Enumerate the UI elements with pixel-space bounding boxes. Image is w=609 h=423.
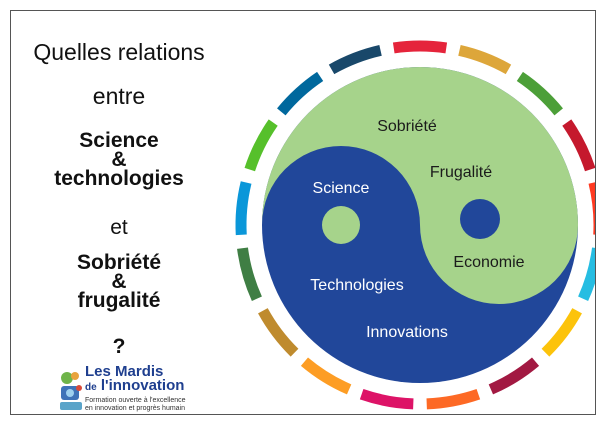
ring-segment xyxy=(562,119,595,172)
label-economie: Economie xyxy=(453,254,524,271)
ring-segment xyxy=(426,388,481,410)
et-word: et xyxy=(110,216,128,239)
ring-segment xyxy=(277,71,324,116)
science-dot xyxy=(322,206,360,244)
label-innovations: Innovations xyxy=(366,324,448,341)
frugalite-word: frugalité xyxy=(77,289,161,312)
logo-title: Les Mardis xyxy=(85,363,164,380)
ring-segment xyxy=(392,40,448,54)
ring-segment xyxy=(244,119,278,172)
ring-segment xyxy=(458,45,512,75)
ampersand-2: & xyxy=(111,270,127,293)
ring-segment xyxy=(588,182,595,235)
ring-segment xyxy=(541,308,582,357)
ring-segment xyxy=(578,247,595,301)
technologies-word: technologies xyxy=(54,167,184,190)
yin-yang-diagram: Sobriété Frugalité Science Economie Tech… xyxy=(235,40,595,410)
label-technologies: Technologies xyxy=(310,277,403,294)
slide: Quelles relations entre Science & techno… xyxy=(10,10,596,415)
label-frugalite: Frugalité xyxy=(430,164,492,181)
les-mardis-logo: Les Mardis de l'innovation Formation ouv… xyxy=(57,363,227,414)
economie-dot xyxy=(460,199,500,239)
science-word: Science xyxy=(79,129,159,152)
logo-illustration-icon xyxy=(60,372,82,410)
ring-segment xyxy=(488,357,540,395)
label-sobriete: Sobriété xyxy=(377,118,437,135)
logo-tagline-line-2: en innovation et progrès humain xyxy=(85,405,186,412)
logo-tagline-line-1: Formation ouverte à l'excellence xyxy=(85,397,186,404)
ampersand-1: & xyxy=(111,148,127,171)
question-mark: ? xyxy=(112,335,126,358)
sdg-color-ring xyxy=(235,40,595,410)
heading-line-1: Quelles relations xyxy=(33,39,205,65)
ring-segment xyxy=(328,45,382,75)
question-text: Quelles relations entre Science & techno… xyxy=(15,11,223,414)
ring-segment xyxy=(258,308,299,357)
ring-segment xyxy=(359,388,414,410)
ring-segment xyxy=(516,71,563,116)
logo-subtitle-small: de xyxy=(85,382,97,393)
ring-segment xyxy=(300,357,352,395)
logo-tagline: Formation ouverte à l'excellence en inno… xyxy=(85,397,186,413)
ring-segment xyxy=(235,181,252,236)
sobriete-word: Sobriété xyxy=(76,251,162,274)
logo-subtitle-main: l'innovation xyxy=(100,377,185,394)
logo-subtitle: de l'innovation xyxy=(85,378,184,396)
heading-line-2: entre xyxy=(92,83,146,109)
green-half xyxy=(262,67,578,304)
label-science: Science xyxy=(313,180,370,197)
ring-segment xyxy=(237,247,262,301)
